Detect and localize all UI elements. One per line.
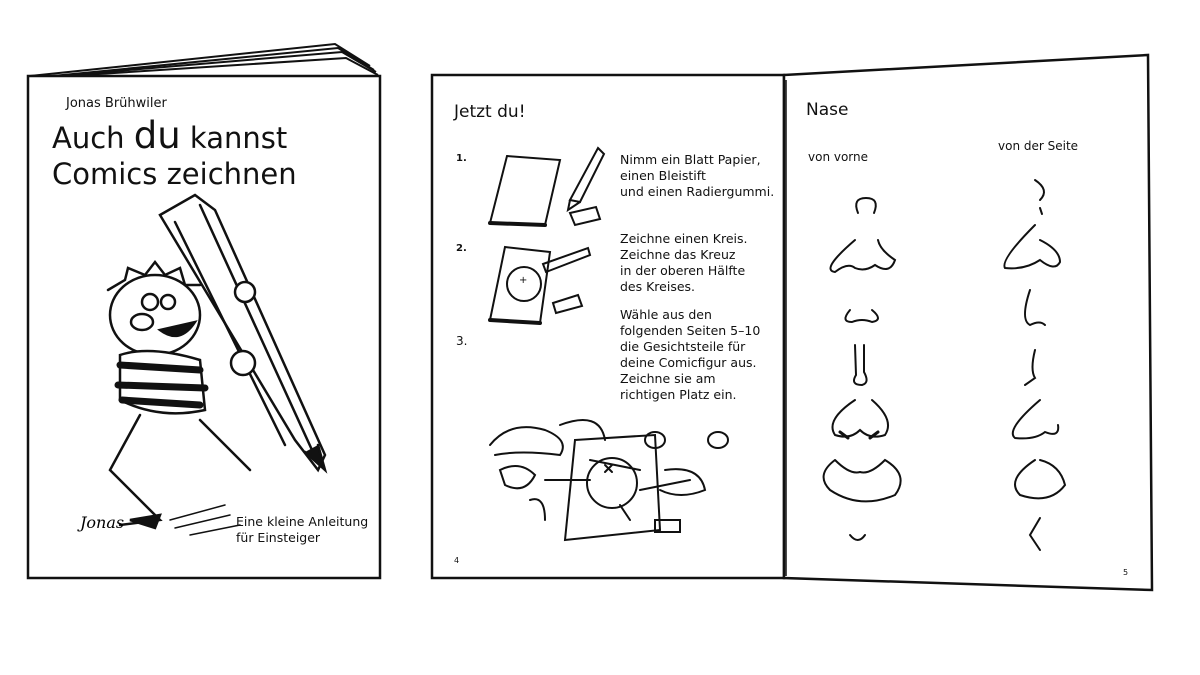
title-part2: kannst bbox=[189, 121, 288, 155]
page-number-right: 5 bbox=[1123, 568, 1129, 577]
subtitle-line1: Eine kleine Anleitung bbox=[236, 514, 369, 529]
text-line: deine Comicfigur aus. bbox=[620, 355, 757, 370]
right-page bbox=[782, 53, 1154, 592]
page-number-left: 4 bbox=[454, 556, 460, 565]
column-label-side: von der Seite bbox=[998, 139, 1079, 153]
text-line: folgenden Seiten 5–10 bbox=[620, 323, 761, 338]
text-line: Zeichne sie am bbox=[620, 371, 716, 386]
cover-page bbox=[26, 74, 382, 580]
signature: Jonas bbox=[77, 513, 124, 532]
nose-illustrations bbox=[822, 179, 1067, 551]
text-line: richtigen Platz ein. bbox=[620, 387, 737, 402]
text-line: und einen Radiergummi. bbox=[620, 184, 775, 199]
text-line: Wähle aus den bbox=[620, 307, 712, 322]
step-1-text: Nimm ein Blatt Papier, einen Bleistift u… bbox=[620, 152, 774, 200]
text-line: Nimm ein Blatt Papier, bbox=[620, 152, 761, 167]
text-line: des Kreises. bbox=[620, 279, 696, 294]
text-line: Zeichne das Kreuz bbox=[620, 247, 736, 262]
step-number: 3. bbox=[456, 334, 468, 348]
step-number: 1. bbox=[456, 153, 467, 164]
title-line2: Comics zeichnen bbox=[52, 157, 297, 191]
text-line: einen Bleistift bbox=[620, 168, 706, 183]
svg-text:+: + bbox=[519, 275, 527, 286]
title-part1: Auch bbox=[52, 121, 125, 155]
step-illustrations: + bbox=[488, 146, 729, 542]
text-line: in der oberen Hälfte bbox=[620, 263, 746, 278]
subtitle-line2: für Einsteiger bbox=[236, 530, 321, 545]
cover-page-edges bbox=[29, 42, 379, 79]
step-2-text: Zeichne einen Kreis. Zeichne das Kreuz i… bbox=[620, 231, 748, 295]
title-emphasis: du bbox=[133, 114, 181, 157]
cover-title: Auch du kannst Comics zeichnen bbox=[52, 117, 297, 192]
step-3-text: Wähle aus den folgenden Seiten 5–10 die … bbox=[620, 307, 760, 403]
cover-subtitle: Eine kleine Anleitung für Einsteiger bbox=[236, 514, 368, 546]
right-page-title: Nase bbox=[806, 100, 849, 120]
column-label-front: von vorne bbox=[808, 150, 869, 164]
cover-character-illustration bbox=[106, 193, 328, 536]
step-number: 2. bbox=[456, 243, 467, 254]
text-line: Zeichne einen Kreis. bbox=[620, 231, 748, 246]
left-page-title: Jetzt du! bbox=[454, 102, 526, 122]
cover-author: Jonas Brühwiler bbox=[66, 96, 167, 111]
text-line: die Gesichtsteile für bbox=[620, 339, 746, 354]
